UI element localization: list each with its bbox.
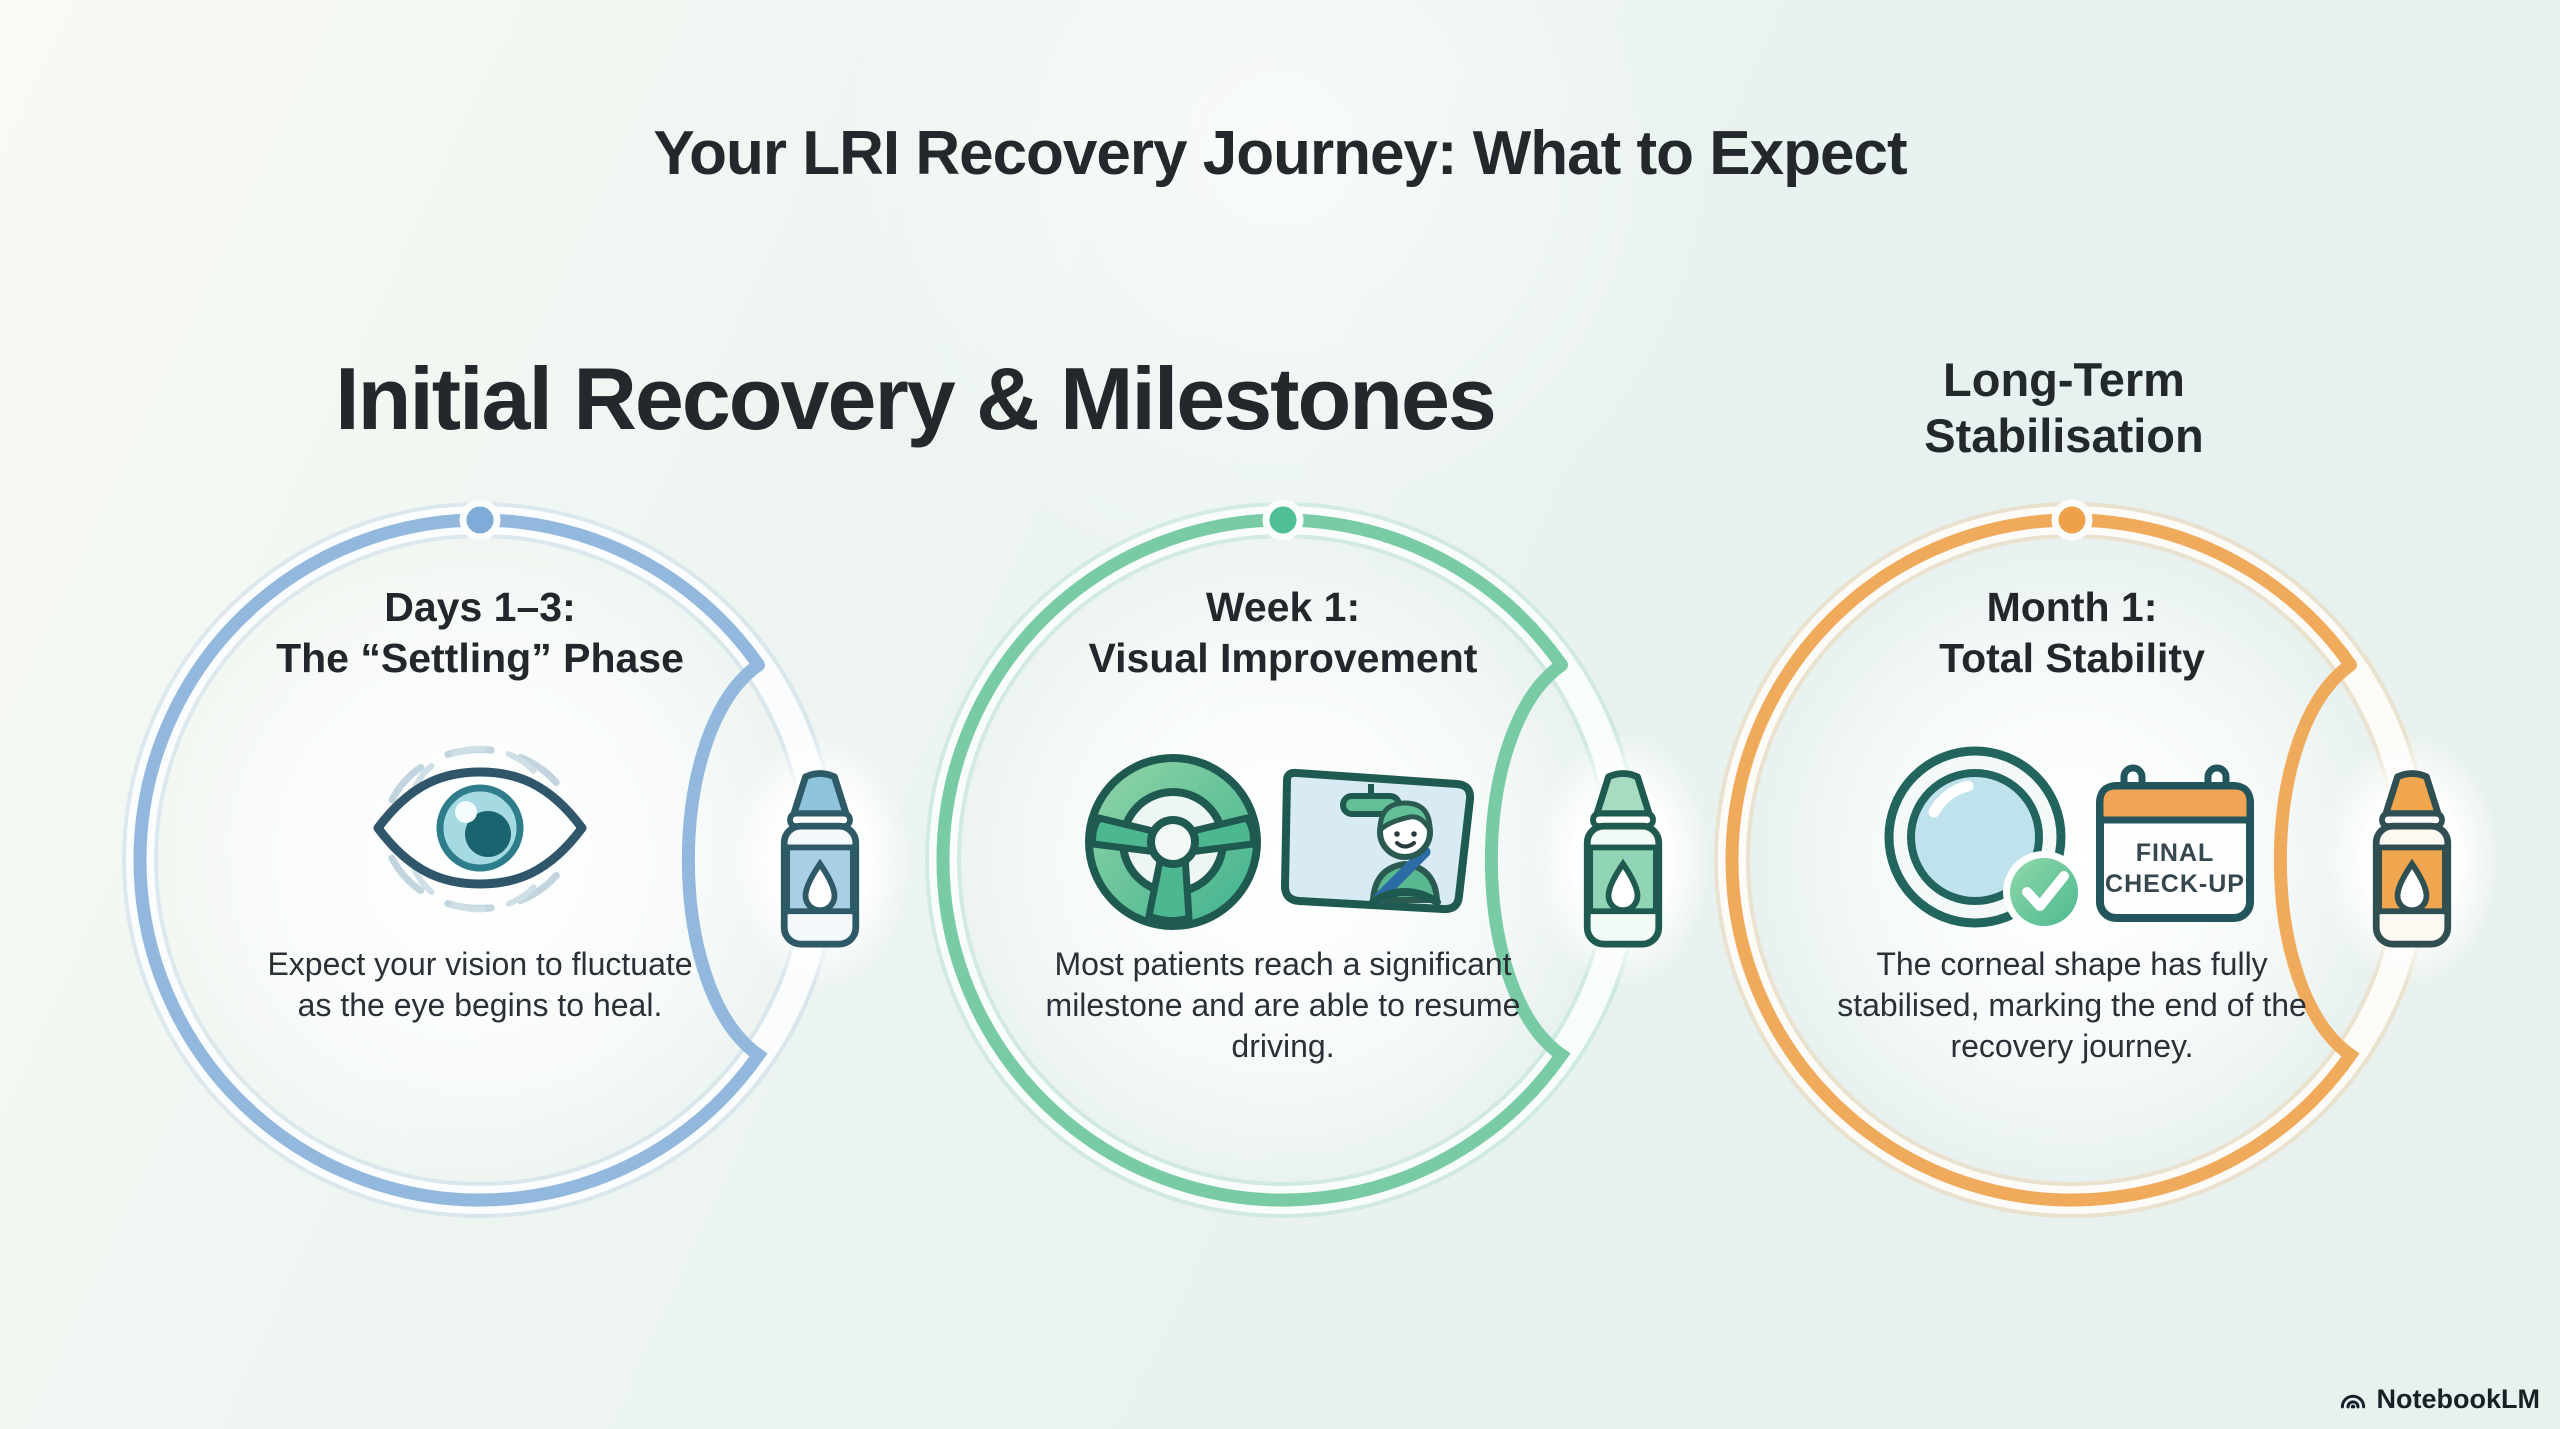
resume-driving-icon bbox=[1085, 754, 1475, 930]
milestone-heading: Month 1: Total Stability bbox=[1682, 582, 2462, 684]
timeline-node-dot bbox=[1262, 499, 1304, 541]
stable-cornea-calendar-icon: FINAL CHECK-UP bbox=[1884, 746, 2254, 933]
fluctuating-eye-icon bbox=[373, 745, 587, 913]
timeline-node-dot bbox=[2051, 499, 2093, 541]
milestone-heading-line1: Days 1–3: bbox=[384, 584, 576, 630]
long-term-line2: Stabilisation bbox=[1924, 409, 2204, 463]
milestone-month-1: Month 1: Total Stability FINAL CHECK-UP … bbox=[1682, 470, 2502, 1290]
eye-drops-bottle-icon bbox=[2372, 770, 2452, 948]
milestone-heading-line2: Total Stability bbox=[1939, 634, 2205, 681]
watermark-label: NotebookLM bbox=[2376, 1384, 2540, 1414]
milestone-description: Expect your vision to fluctuate as the e… bbox=[267, 946, 693, 1023]
milestone-heading-line1: Week 1: bbox=[1205, 584, 1361, 630]
milestone-heading-line1: Month 1: bbox=[1986, 584, 2158, 630]
calendar-label-line1: FINAL bbox=[2136, 839, 2215, 867]
milestone-heading: Week 1: Visual Improvement bbox=[893, 582, 1673, 684]
milestone-description: The corneal shape has fully stabilised, … bbox=[1837, 946, 2307, 1064]
eye-drops-bottle-icon bbox=[780, 770, 860, 948]
section-heading-long-term: Long-Term Stabilisation bbox=[1784, 352, 2344, 465]
milestone-heading-line2: The “Settling” Phase bbox=[276, 634, 684, 681]
page-title: Your LRI Recovery Journey: What to Expec… bbox=[653, 119, 1907, 188]
watermark: NotebookLM bbox=[2338, 1384, 2540, 1415]
milestone-week-1: Week 1: Visual Improvement Mo bbox=[893, 470, 1713, 1290]
timeline-node-dot bbox=[459, 499, 501, 541]
milestone-description: Most patients reach a significant milest… bbox=[1045, 946, 1521, 1064]
long-term-line1: Long-Term bbox=[1943, 353, 2185, 406]
section-heading-initial-recovery: Initial Recovery & Milestones bbox=[335, 349, 1497, 448]
milestone-heading-line2: Visual Improvement bbox=[1088, 634, 1478, 681]
eye-drops-bottle-icon bbox=[1583, 770, 1663, 948]
milestone-settling-phase: Days 1–3: The “Settling” Phase Expect yo… bbox=[90, 470, 910, 1290]
calendar-label-line2: CHECK-UP bbox=[2105, 870, 2245, 898]
milestone-heading: Days 1–3: The “Settling” Phase bbox=[90, 582, 870, 684]
notebooklm-logo-icon bbox=[2340, 1394, 2365, 1408]
milestone-ring bbox=[1714, 499, 2502, 1218]
